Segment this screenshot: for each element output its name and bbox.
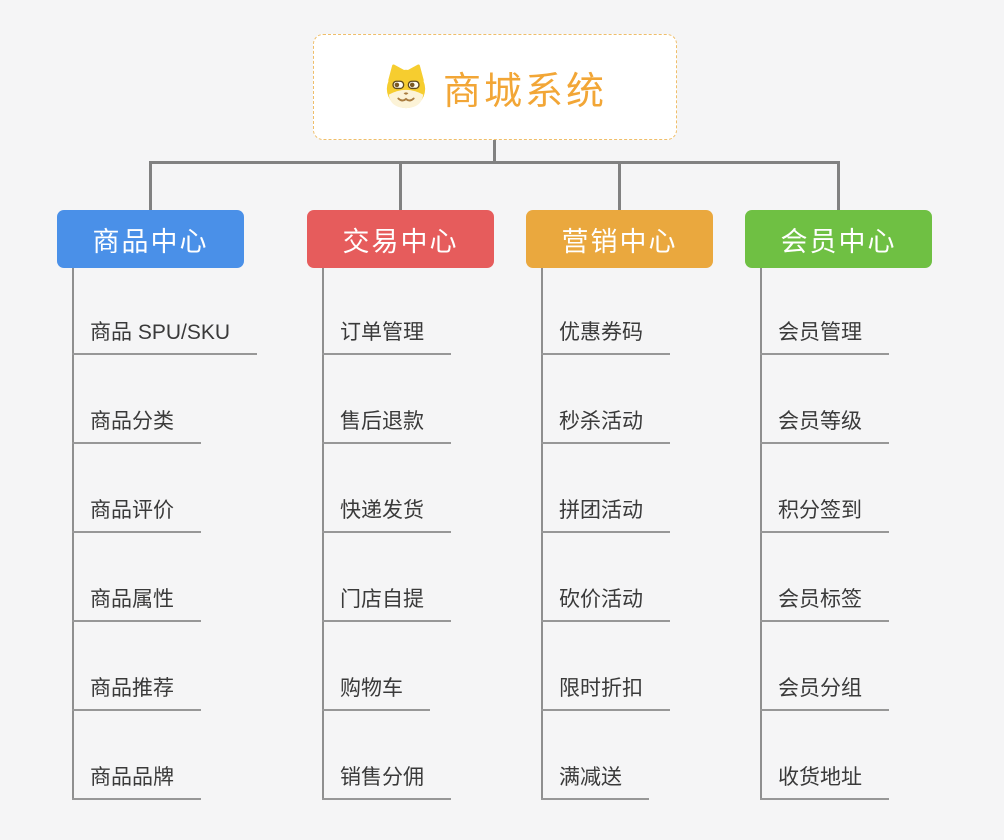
- node-member-management[interactable]: 会员管理: [760, 321, 889, 355]
- node-bargain-activity[interactable]: 砍价活动: [541, 588, 670, 622]
- node-store-pickup[interactable]: 门店自提: [322, 588, 451, 622]
- node-full-reduction[interactable]: 满减送: [541, 766, 649, 800]
- node-member-groups[interactable]: 会员分组: [760, 677, 889, 711]
- root-title: 商城系统: [442, 70, 607, 113]
- branch-trunk-line: [760, 268, 762, 800]
- node-product-spu-sku[interactable]: 商品 SPU/SKU: [72, 321, 258, 355]
- branch-header-marketing-center[interactable]: 营销中心: [526, 210, 713, 268]
- connector-root-stub: [493, 140, 496, 163]
- node-product-brand[interactable]: 商品品牌: [72, 766, 201, 800]
- node-product-review[interactable]: 商品评价: [72, 499, 201, 533]
- branch-trunk-line: [541, 268, 543, 800]
- connector-drop-marketing: [618, 161, 621, 210]
- doge-icon: [386, 64, 426, 109]
- branch-header-member-center[interactable]: 会员中心: [745, 210, 932, 268]
- branch-trunk-line: [322, 268, 324, 800]
- branch-member-center: 会员中心 会员管理 会员等级 积分签到 会员标签 会员分组 收货地址: [745, 210, 995, 810]
- node-points-checkin[interactable]: 积分签到: [760, 499, 889, 533]
- branch-trade-center: 交易中心 订单管理 售后退款 快递发货 门店自提 购物车 销售分佣: [307, 210, 557, 810]
- root-node[interactable]: 商城系统: [313, 34, 677, 140]
- branch-label: 会员中心: [780, 226, 897, 257]
- node-coupon-code[interactable]: 优惠券码: [541, 321, 670, 355]
- connector-drop-product: [149, 161, 152, 210]
- node-shopping-cart[interactable]: 购物车: [322, 677, 430, 711]
- branch-label: 商品中心: [92, 226, 209, 257]
- node-member-level[interactable]: 会员等级: [760, 410, 889, 444]
- node-flash-sale[interactable]: 秒杀活动: [541, 410, 670, 444]
- branch-trunk-line: [72, 268, 74, 800]
- connector-drop-member: [837, 161, 840, 210]
- node-product-category[interactable]: 商品分类: [72, 410, 201, 444]
- connector-horizontal-bar: [149, 161, 840, 164]
- branch-marketing-center: 营销中心 优惠券码 秒杀活动 拼团活动 砍价活动 限时折扣 满减送: [526, 210, 776, 810]
- node-member-tags[interactable]: 会员标签: [760, 588, 889, 622]
- node-express-delivery[interactable]: 快递发货: [322, 499, 451, 533]
- node-limited-time-discount[interactable]: 限时折扣: [541, 677, 670, 711]
- node-group-buy[interactable]: 拼团活动: [541, 499, 670, 533]
- node-shipping-address[interactable]: 收货地址: [760, 766, 889, 800]
- branch-product-center: 商品中心 商品 SPU/SKU 商品分类 商品评价 商品属性 商品推荐 商品品牌: [57, 210, 307, 810]
- node-sales-commission[interactable]: 销售分佣: [322, 766, 451, 800]
- node-order-management[interactable]: 订单管理: [322, 321, 451, 355]
- node-aftersale-refund[interactable]: 售后退款: [322, 410, 451, 444]
- branch-label: 营销中心: [561, 226, 678, 257]
- branch-header-product-center[interactable]: 商品中心: [57, 210, 244, 268]
- connector-drop-trade: [399, 161, 402, 210]
- branch-header-trade-center[interactable]: 交易中心: [307, 210, 494, 268]
- node-product-attribute[interactable]: 商品属性: [72, 588, 201, 622]
- node-product-recommend[interactable]: 商品推荐: [72, 677, 201, 711]
- branch-label: 交易中心: [342, 226, 459, 257]
